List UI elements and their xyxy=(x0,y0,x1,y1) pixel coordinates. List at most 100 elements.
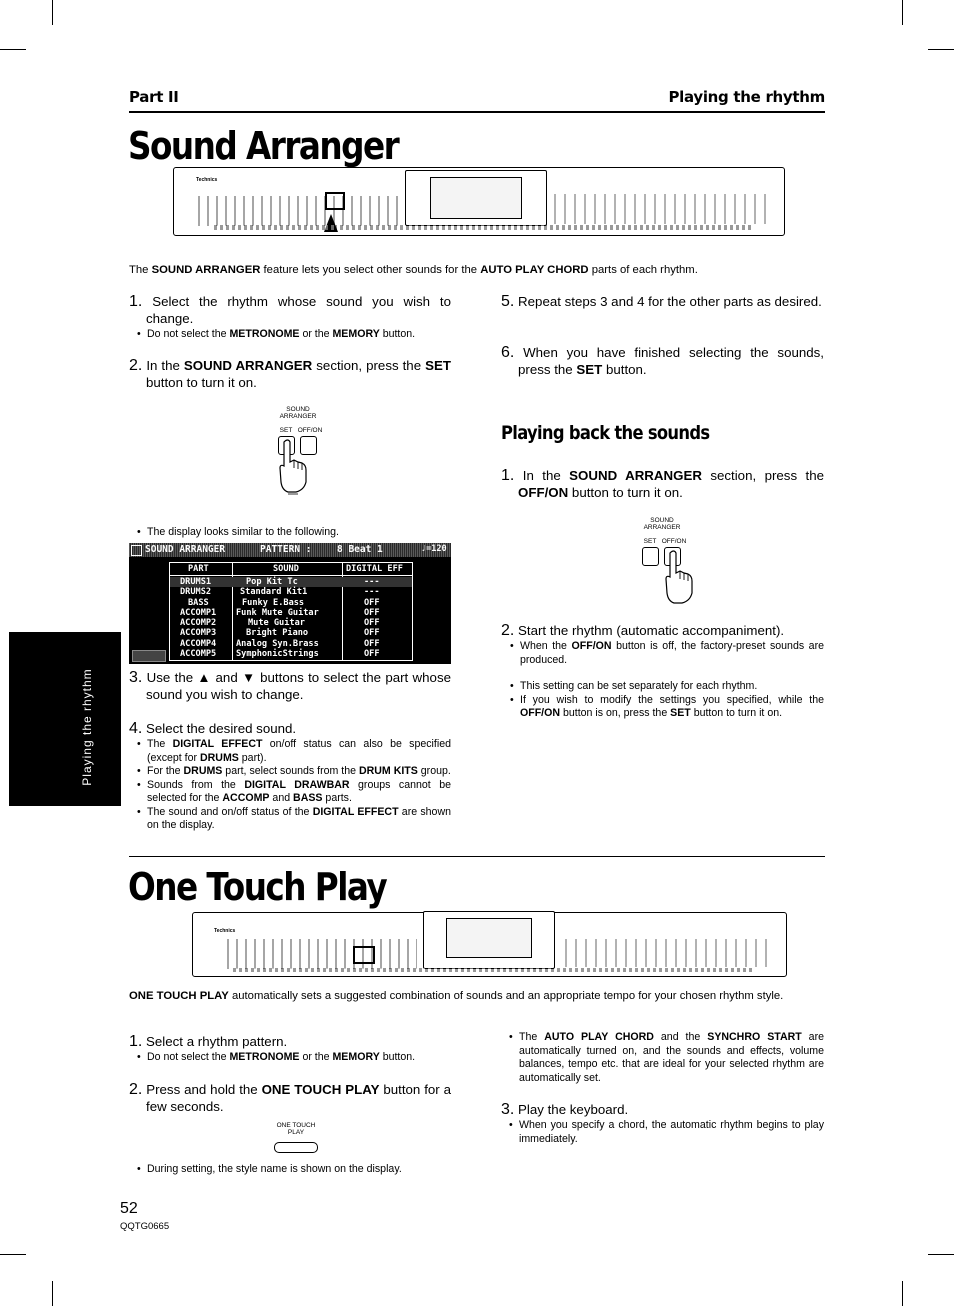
pointer-arrow-icon xyxy=(324,214,338,232)
panel-buttons xyxy=(554,194,769,224)
bullet-item: When the OFF/ON button is off, the facto… xyxy=(510,640,824,667)
section-divider xyxy=(129,856,825,857)
keyboard-brand: Technics xyxy=(196,177,218,183)
offon-label: OFF/ON xyxy=(297,427,323,434)
bullet-item: Do not select the METRONOME or the MEMOR… xyxy=(137,328,451,342)
set-button[interactable] xyxy=(642,547,659,566)
highlighted-button-area xyxy=(325,192,345,210)
crop-mark xyxy=(0,49,26,50)
step-4: 4. Select the desired sound. The DIGITAL… xyxy=(129,720,451,833)
lcd-col-part: PART xyxy=(188,564,209,574)
one-touch-play-button-illustration: ONE TOUCH PLAY xyxy=(272,1122,320,1156)
lcd-col-sound: SOUND xyxy=(273,564,299,574)
set-label: SET xyxy=(643,538,657,545)
keyboard-panel-illustration: Technics xyxy=(192,911,787,977)
bullet-item: Do not select the METRONOME or the MEMOR… xyxy=(137,1051,451,1065)
section-title-one-touch-play: One Touch Play xyxy=(128,865,388,909)
set-label: SET xyxy=(279,427,293,434)
lcd-side-indicator xyxy=(132,650,166,662)
otp-right-bullet: The AUTO PLAY CHORD and the SYNCHRO STAR… xyxy=(509,1030,824,1085)
keyboard-brand: Technics xyxy=(214,928,236,934)
display-note: The display looks similar to the followi… xyxy=(137,525,451,540)
display-screen xyxy=(405,170,547,226)
panel-buttons xyxy=(227,939,417,969)
panel-lower-strip xyxy=(233,968,753,972)
step-3: 3. Use the ▲ and ▼ buttons to select the… xyxy=(129,669,451,702)
crop-mark xyxy=(0,1254,26,1255)
panel-buttons xyxy=(198,196,403,226)
otp-step-2: 2. Press and hold the ONE TOUCH PLAY but… xyxy=(129,1081,452,1114)
crop-mark xyxy=(52,1281,53,1306)
panel-lower-strip xyxy=(214,225,754,230)
crop-mark xyxy=(902,1281,903,1306)
bullet-item: The sound and on/off status of the DIGIT… xyxy=(137,806,451,833)
display-screen xyxy=(423,911,555,969)
bullet-item: Sounds from the DIGITAL DRAWBAR groups c… xyxy=(137,779,451,806)
bullet-item: For the DRUMS part, select sounds from t… xyxy=(137,765,451,779)
bullet-item: When you specify a chord, the automatic … xyxy=(509,1119,824,1146)
pressing-hand-icon xyxy=(279,439,307,495)
header-rule xyxy=(129,111,825,113)
lcd-title-bar: SOUND ARRANGER PATTERN : 8 Beat 1 ♩=120 xyxy=(129,543,451,557)
lcd-menu-icon xyxy=(131,545,142,556)
side-tab: Playing the rhythm xyxy=(9,632,121,806)
pressing-hand-icon xyxy=(665,550,693,604)
side-tab-label: Playing the rhythm xyxy=(80,668,94,786)
playback-step-2: 2. Start the rhythm (automatic accompani… xyxy=(501,622,824,721)
otp-step-3: 3. Play the keyboard. When you specify a… xyxy=(501,1101,824,1146)
document-code: QQTG0665 xyxy=(120,1221,170,1232)
panel-buttons xyxy=(565,939,770,967)
step-1: 1. Select the rhythm whose sound you wis… xyxy=(129,293,451,342)
lcd-col-effect: DIGITAL EFF xyxy=(346,564,403,574)
lcd-pattern-label: PATTERN : xyxy=(260,544,312,555)
play-label: PLAY xyxy=(287,1129,305,1136)
bullet-item: If you wish to modify the settings you s… xyxy=(510,694,824,721)
offon-button[interactable] xyxy=(300,436,317,455)
subsection-title-playback: Playing back the sounds xyxy=(501,422,710,444)
setting-note: During setting, the style name is shown … xyxy=(137,1162,451,1177)
otp-step-1: 1. Select a rhythm pattern. Do not selec… xyxy=(129,1033,451,1065)
step-5: 5. Repeat steps 3 and 4 for the other pa… xyxy=(501,293,822,310)
section-title-sound-arranger: Sound Arranger xyxy=(128,124,400,168)
crop-mark xyxy=(902,0,903,25)
lcd-tempo: ♩=120 xyxy=(421,544,447,554)
lcd-title: SOUND ARRANGER xyxy=(145,544,226,555)
sound-arranger-buttons-illustration: SOUND ARRANGER SET OFF/ON xyxy=(632,517,702,607)
sound-arranger-intro: The SOUND ARRANGER feature lets you sele… xyxy=(129,264,698,276)
arranger-label: ARRANGER xyxy=(279,413,317,420)
arranger-label: ARRANGER xyxy=(643,524,681,531)
chapter-label: Playing the rhythm xyxy=(668,88,825,106)
one-touch-play-button[interactable] xyxy=(274,1142,318,1153)
one-touch-play-intro: ONE TOUCH PLAY automatically sets a sugg… xyxy=(129,990,784,1002)
sound-arranger-buttons-illustration: SOUND ARRANGER SET OFF/ON xyxy=(268,406,338,496)
one-touch-label: ONE TOUCH xyxy=(276,1122,316,1129)
lcd-display: SOUND ARRANGER PATTERN : 8 Beat 1 ♩=120 … xyxy=(129,543,451,664)
page-number: 52 xyxy=(120,1200,138,1217)
step-6: 6. When you have finished selecting the … xyxy=(501,344,824,377)
sound-label: SOUND xyxy=(286,406,310,413)
bullet-item: This setting can be set separately for e… xyxy=(510,680,824,694)
crop-mark xyxy=(52,0,53,25)
keyboard-panel-illustration: Technics xyxy=(173,167,785,236)
crop-mark xyxy=(928,1254,954,1255)
offon-label: OFF/ON xyxy=(661,538,687,545)
highlighted-button-area xyxy=(353,946,375,964)
bullet-item: The DIGITAL EFFECT on/off status can als… xyxy=(137,738,451,765)
part-label: Part II xyxy=(129,88,179,106)
lcd-header-row: PART SOUND DIGITAL EFF xyxy=(170,563,412,576)
lcd-pattern-value: 8 Beat 1 xyxy=(337,544,383,555)
sound-label: SOUND xyxy=(650,517,674,524)
playback-step-1: 1. In the SOUND ARRANGER section, press … xyxy=(501,467,824,500)
crop-mark xyxy=(928,49,954,50)
step-2: 2. In the SOUND ARRANGER section, press … xyxy=(129,357,451,390)
